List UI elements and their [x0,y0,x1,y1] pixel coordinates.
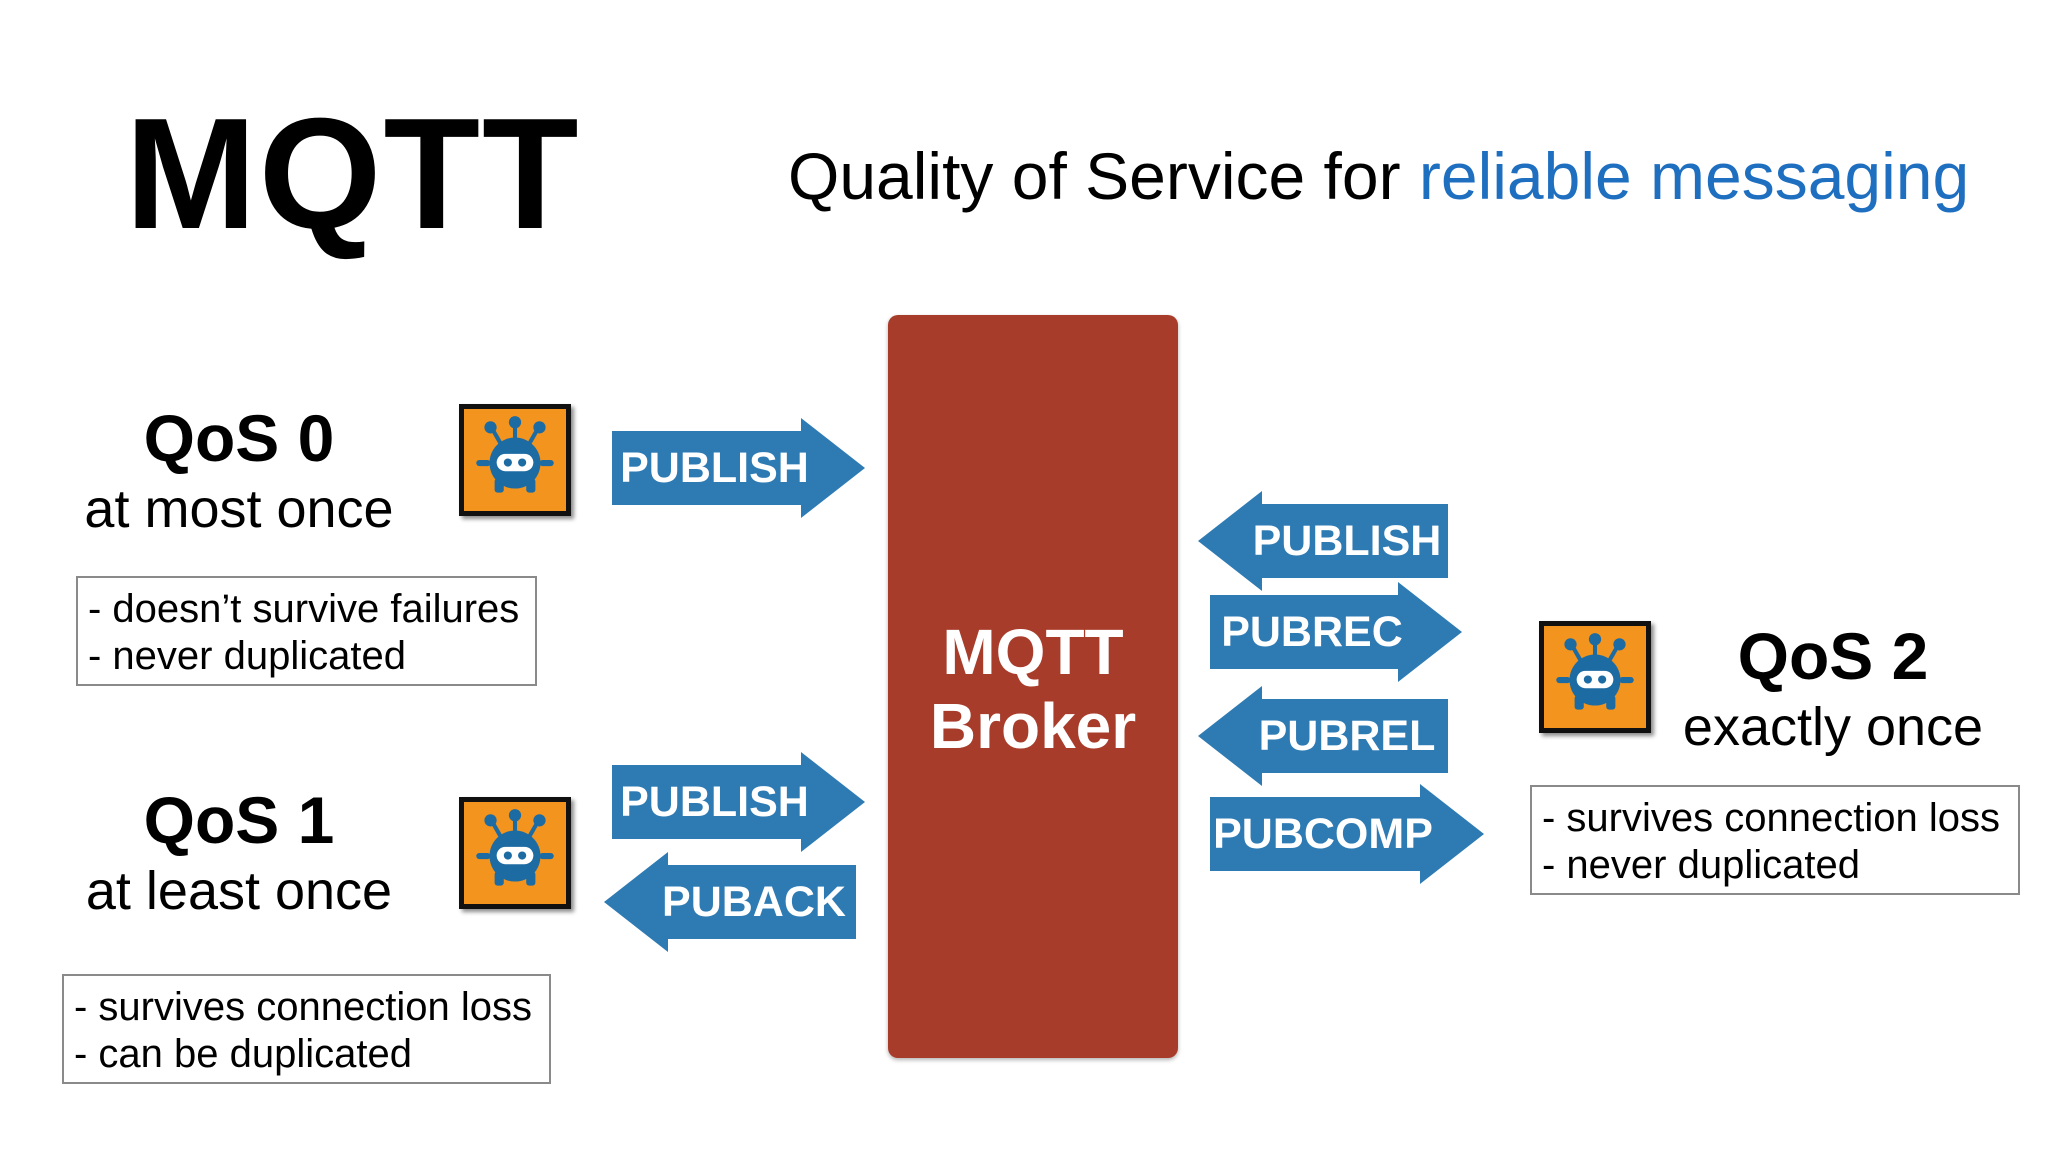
qos2-pubrel-label: PUBREL [1258,711,1436,760]
qos2-publish-label: PUBLISH [1252,516,1442,565]
subtitle-highlight: reliable messaging [1418,139,1970,213]
qos0-note-2: - never duplicated [88,634,406,678]
qos1-publish-arrow: PUBLISH [612,752,865,852]
qos2-pubcomp-label: PUBCOMP [1213,809,1433,858]
robot-icon [1539,621,1651,733]
robot-icon [459,797,571,909]
qos2-pubrel-arrow: PUBREL [1198,686,1448,786]
broker-label-line-1: MQTT [942,616,1124,688]
qos2-notes: - survives connection loss - never dupli… [1530,785,2020,895]
qos1-puback-label: PUBACK [662,877,846,926]
qos2-publish-arrow: PUBLISH [1198,491,1448,591]
qos0-publish-label: PUBLISH [620,443,809,492]
qos0-publish-arrow: PUBLISH [612,418,865,518]
qos2-subtitle: exactly once [1682,697,1984,757]
arrow-right-icon [612,418,865,518]
page-title: MQTT [125,86,581,262]
qos2-note-2: - never duplicated [1542,843,1860,887]
arrow-right-icon [1210,784,1484,884]
arrow-left-icon [1198,686,1448,786]
qos2-title: QoS 2 [1737,619,1929,693]
robot-icon [459,404,571,516]
mqtt-broker: MQTT Broker [888,315,1178,1058]
qos0-notes: - doesn’t survive failures - never dupli… [76,576,537,686]
broker-label: MQTT Broker [888,615,1178,763]
qos0-subtitle: at most once [84,479,394,539]
arrow-left-icon [604,852,856,952]
qos1-notes: - survives connection loss - can be dupl… [62,974,551,1084]
page-subtitle: Quality of Service for reliable messagin… [788,143,1969,209]
qos1-title: QoS 1 [143,783,335,857]
arrow-left-icon [1198,491,1448,591]
subtitle-text: Quality of Service for [788,139,1419,213]
qos1-note-2: - can be duplicated [74,1032,413,1076]
qos0-title: QoS 0 [143,401,335,475]
broker-label-line-2: Broker [929,690,1137,762]
qos1-subtitle: at least once [85,861,393,921]
qos1-note-1: - survives connection loss [74,985,532,1029]
qos2-pubcomp-arrow: PUBCOMP [1210,784,1484,884]
qos2-pubrec-arrow: PUBREC [1210,582,1462,682]
qos2-pubrec-label: PUBREC [1221,607,1403,656]
qos0-note-1: - doesn’t survive failures [88,587,520,631]
qos1-puback-arrow: PUBACK [604,852,856,952]
qos2-note-1: - survives connection loss [1542,796,2000,840]
qos1-publish-label: PUBLISH [620,777,809,826]
arrow-right-icon [612,752,865,852]
arrow-right-icon [1210,582,1462,682]
